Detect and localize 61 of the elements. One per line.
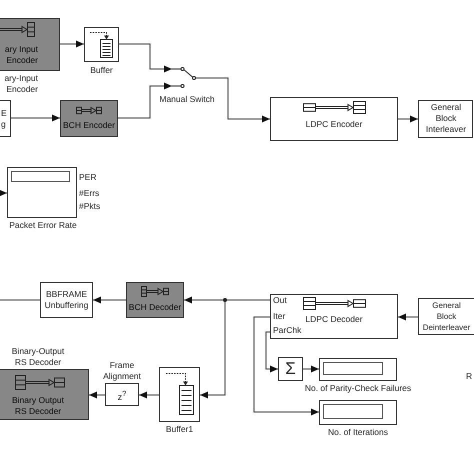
block-name: Buffer	[89, 65, 114, 76]
buffer-block	[84, 27, 119, 62]
display-block	[319, 400, 397, 425]
sum-block	[278, 357, 303, 381]
block-name: Binary-Output RS Decoder	[10, 346, 66, 368]
arrow	[60, 40, 84, 48]
arrow	[200, 300, 226, 398]
arrow	[0, 190, 8, 196]
process-block	[40, 282, 93, 318]
sum-sign: Σ	[284, 358, 297, 379]
arrow	[118, 44, 172, 72]
block-name: Buffer1	[164, 424, 194, 435]
block-label: ary Input Encoder	[4, 44, 38, 66]
process-block	[0, 100, 11, 137]
arrow	[398, 314, 418, 320]
display-block	[7, 167, 77, 218]
decoder-block	[126, 282, 184, 318]
decoder-block	[0, 369, 89, 420]
port-label: #Errs	[79, 188, 100, 199]
block-name: Frame Alignment	[102, 360, 142, 382]
arrow	[254, 316, 320, 416]
port-label: ParChk	[273, 325, 302, 336]
block-label: BCH Decoder	[128, 302, 182, 313]
arrow	[138, 392, 160, 398]
arrow	[398, 116, 418, 122]
interleaver-block	[418, 100, 473, 138]
arrow	[118, 82, 172, 118]
block-name: Packet Error Rate	[8, 220, 78, 231]
delay-block	[105, 383, 139, 406]
text-label: R	[466, 371, 474, 382]
delay-label: z$^{?}$	[116, 388, 128, 403]
block-label: E g	[1, 108, 8, 130]
encoder-block	[270, 97, 398, 141]
switch-symbol	[172, 64, 196, 91]
block-label: LDPC Encoder	[304, 119, 364, 130]
block-name: Manual Switch	[158, 94, 216, 105]
arrow	[302, 366, 320, 372]
port-label: Out	[273, 295, 288, 306]
arrow	[266, 332, 278, 372]
block-label: BBFRAME Unbuffering	[44, 289, 90, 311]
arrow	[184, 296, 226, 304]
block-name: No. of Parity-Check Failures	[304, 383, 412, 394]
block-name: No. of Iterations	[326, 427, 389, 438]
block-label: General Block Deinterleaver	[422, 300, 471, 333]
block-label: LDPC Decoder	[304, 314, 364, 325]
arrow	[10, 114, 60, 122]
port-label: #Pkts	[79, 201, 102, 212]
arrow	[196, 78, 270, 122]
decoder-block	[270, 294, 398, 339]
display-block	[319, 358, 397, 381]
arrow	[88, 392, 106, 398]
port-label: PER	[79, 172, 98, 183]
block-label: BCH Encoder	[62, 120, 116, 131]
block-label: General Block Interleaver	[424, 102, 468, 135]
port-label: Iter	[273, 311, 286, 322]
block-label: Binary Output RS Decoder	[11, 395, 65, 417]
arrow	[92, 296, 126, 304]
buffer-block	[159, 367, 200, 422]
encoder-block	[0, 18, 60, 71]
encoder-block	[60, 100, 118, 137]
block-name: ary-Input Encoder	[3, 73, 38, 95]
